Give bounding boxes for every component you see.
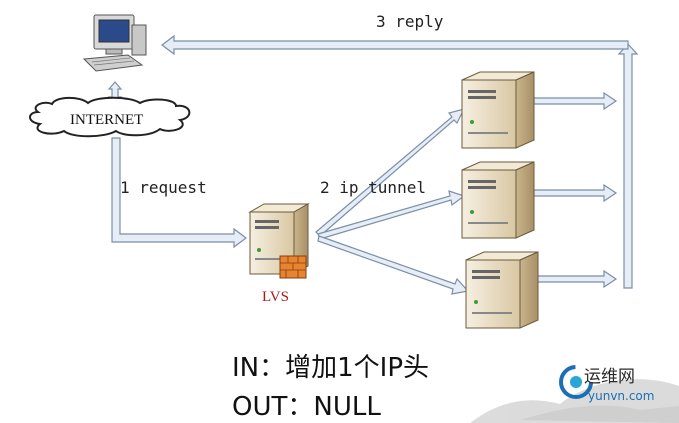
tunnel-arrow-3 bbox=[317, 235, 470, 295]
real-server-2-icon bbox=[461, 161, 535, 239]
reply-label: 3 reply bbox=[376, 12, 444, 31]
firewall-icon bbox=[279, 255, 307, 279]
tunnel-arrow-2 bbox=[317, 190, 466, 240]
tunnel-label: 2 ip tunnel bbox=[320, 178, 426, 197]
watermark-en-text: yunvn.com bbox=[588, 389, 655, 403]
legend-out-line: OUT：NULL bbox=[232, 392, 381, 422]
tunnel-arrow-1 bbox=[315, 108, 466, 237]
watermark-cn-text: 运维网 bbox=[584, 367, 635, 387]
internet-cloud: INTERNET bbox=[29, 96, 191, 138]
reply-trunk bbox=[617, 43, 639, 289]
server-3-output-arrow bbox=[533, 269, 618, 289]
legend-in-line: IN：增加1个IP头 bbox=[232, 353, 430, 383]
real-server-3-icon bbox=[465, 251, 539, 329]
watermark-landscape bbox=[470, 379, 679, 423]
server-2-output-arrow bbox=[533, 183, 618, 203]
server-1-output-arrow bbox=[533, 91, 618, 111]
arrows bbox=[107, 34, 639, 295]
watermark-logo-icon bbox=[559, 365, 593, 399]
internet-label: INTERNET bbox=[70, 112, 143, 128]
real-server-1-icon bbox=[461, 71, 535, 149]
lvs-label: LVS bbox=[262, 289, 289, 305]
request-label: 1 request bbox=[120, 178, 207, 197]
client-computer-icon bbox=[82, 14, 147, 72]
request-arrow bbox=[111, 137, 247, 249]
watermark: 运维网 yunvn.com bbox=[556, 356, 676, 420]
reply-arrow bbox=[161, 34, 629, 56]
lvs-server-icon bbox=[248, 203, 310, 279]
